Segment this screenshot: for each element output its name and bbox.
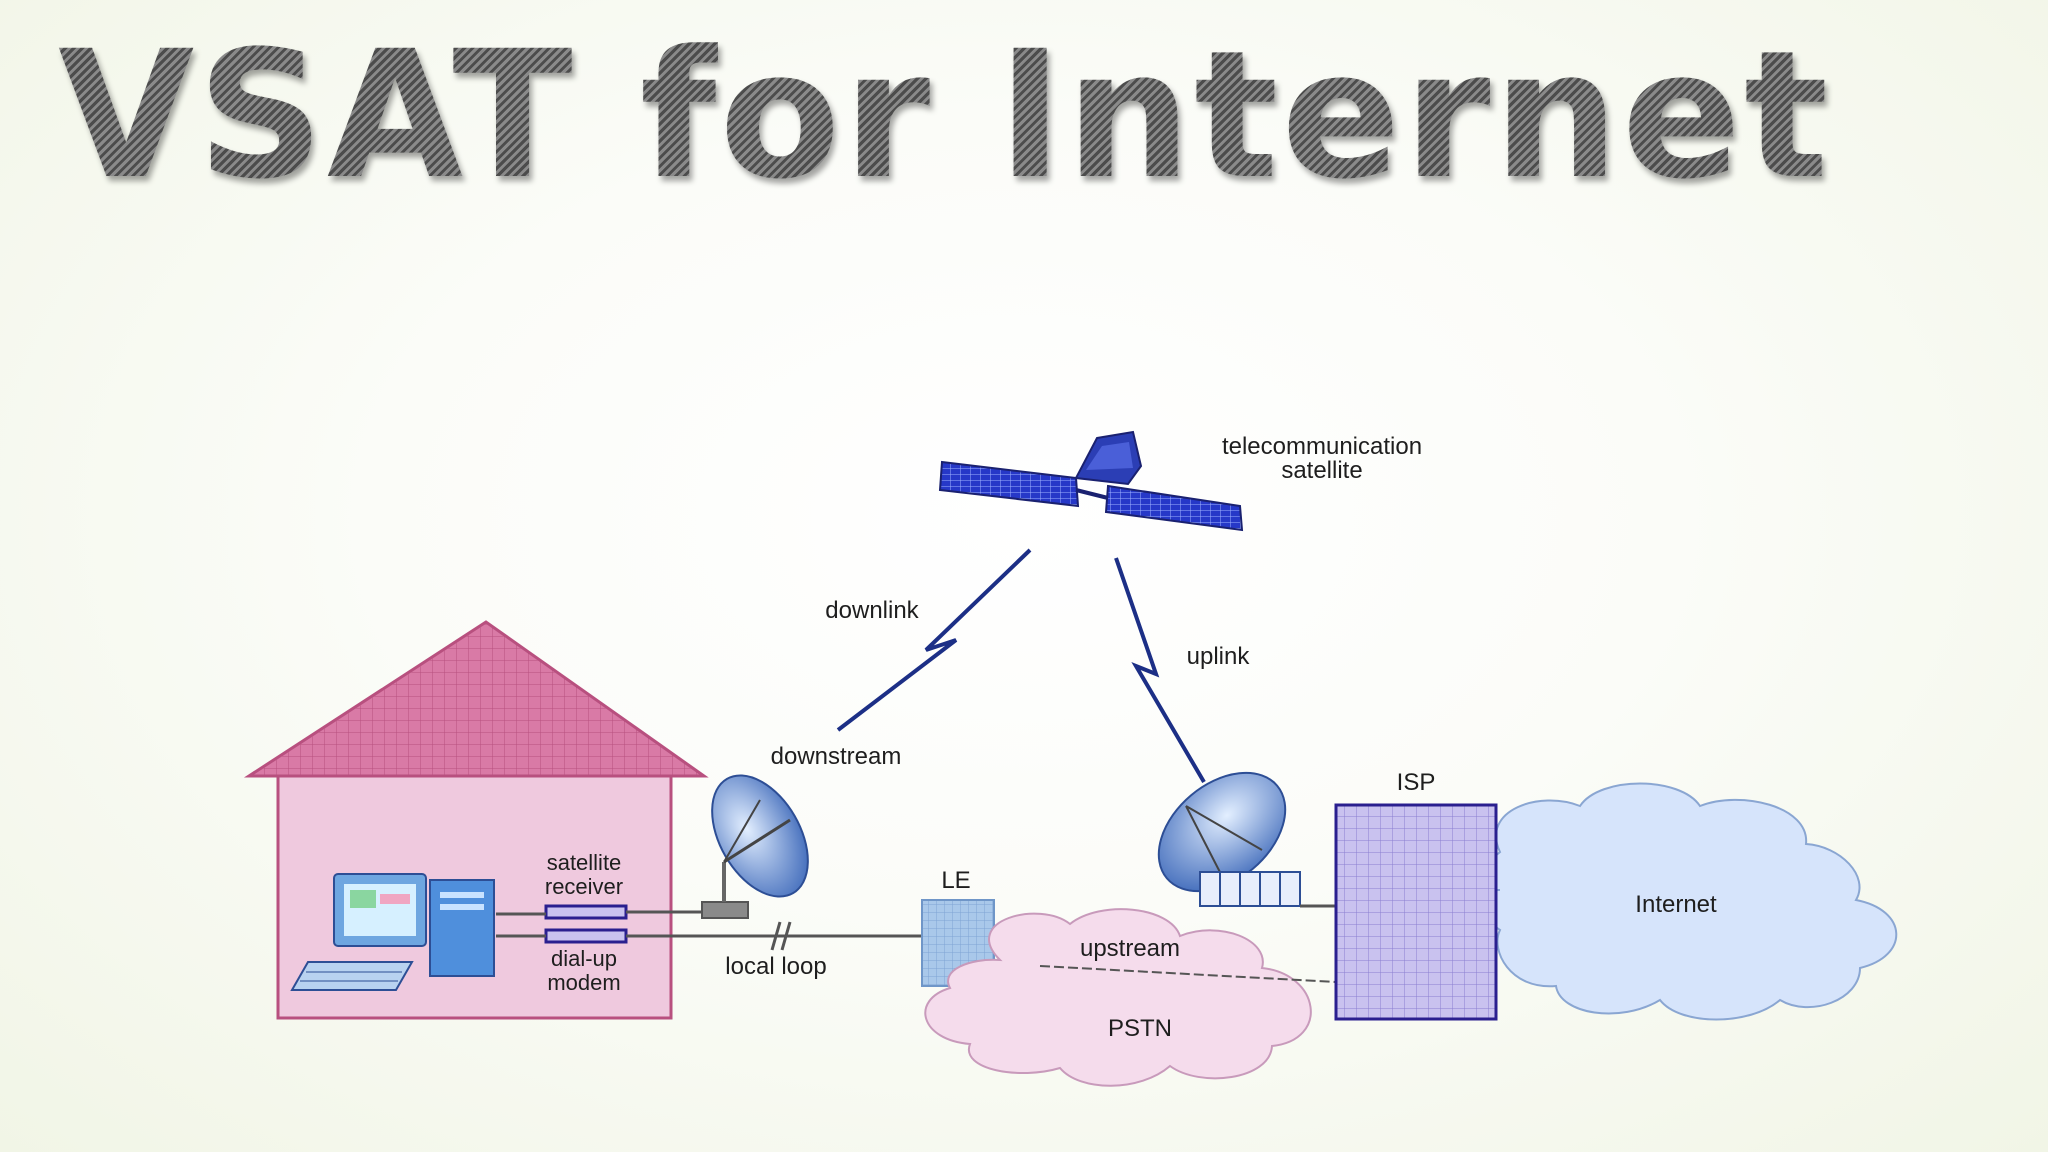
slide-title: VSAT for Internet [58,13,1832,218]
satellite-icon [938,430,1244,532]
uplink-label: uplink [1187,643,1251,670]
pstn-cloud [924,908,1312,1087]
receiver-label-line1: satellite [547,850,622,875]
isp-label: ISP [1397,769,1436,796]
downlink-label: downlink [825,597,919,624]
isp-dish-icon [1157,771,1301,907]
satellite-label-line2: satellite [1281,457,1362,484]
satellite-receiver-icon [544,904,628,920]
le-label: LE [941,867,970,894]
home-dish-icon [701,774,809,919]
uplink-signal [1114,557,1206,784]
satellite-label-line1: telecommunication [1222,433,1422,460]
isp-box [1334,803,1498,1021]
upstream-line [1039,965,1337,983]
local-loop-break [770,921,782,951]
downlink-signal [836,548,1032,732]
modem-label-line2: modem [547,970,620,995]
local-loop-break-2 [780,921,792,951]
computer-icon [290,873,495,991]
dial-up-modem-icon [544,928,628,944]
pstn-label: PSTN [1108,1015,1172,1042]
house-icon [243,620,709,1020]
receiver-label-line2: receiver [545,874,623,899]
internet-cloud [1480,782,1898,1021]
modem-label-line1: dial-up [551,946,617,971]
internet-label: Internet [1635,891,1717,918]
local-loop-label: local loop [725,953,826,980]
downstream-label: downstream [771,743,902,770]
upstream-label: upstream [1080,935,1180,962]
